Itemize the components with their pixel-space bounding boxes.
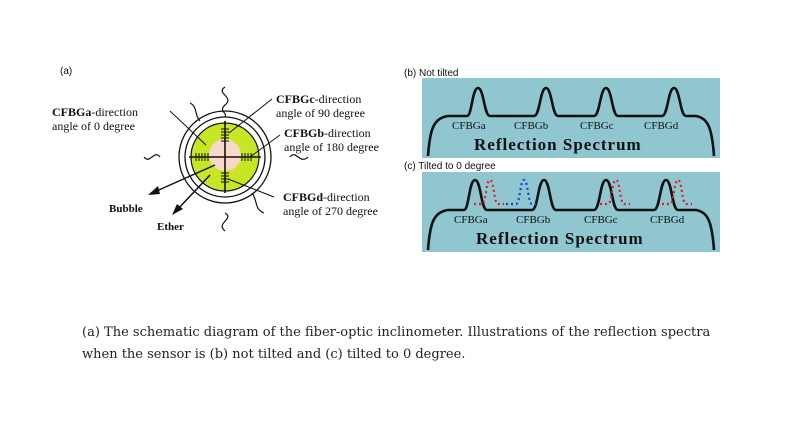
fbg-label-d: CFBGd xyxy=(650,214,685,226)
panel-c-label: (c) Tilted to 0 degree xyxy=(404,161,496,172)
spectrum-title-b: Reflection Spectrum xyxy=(474,135,642,154)
shifted-peak-a xyxy=(474,178,504,206)
fbg-label-b: CFBGb xyxy=(516,214,551,226)
spectrum-curve-c xyxy=(426,178,716,251)
panel-a-label: (a) xyxy=(60,66,73,77)
bubble-label: Bubble xyxy=(109,203,143,215)
inclinometer-cross-section xyxy=(143,86,309,232)
panel-b-label: (b) Not tilted xyxy=(404,68,459,79)
spectrum-curve-b xyxy=(426,86,716,157)
cfbga-label: CFBGa-direction angle of 0 degree xyxy=(52,105,138,133)
figure-caption: (a) The schematic diagram of the fiber-o… xyxy=(82,325,711,362)
fbg-label-a: CFBGa xyxy=(452,120,486,132)
shifted-peak-b xyxy=(506,178,536,206)
fbg-label-d: CFBGd xyxy=(644,120,679,132)
fbg-label-c: CFBGc xyxy=(584,214,618,226)
fbg-label-c: CFBGc xyxy=(580,120,614,132)
ether-label: Ether xyxy=(157,221,184,233)
fbg-label-b: CFBGb xyxy=(514,120,549,132)
cfbgd-label: CFBGd-direction angle of 270 degree xyxy=(283,190,378,218)
cfbgb-label: CFBGb-direction angle of 180 degree xyxy=(284,126,379,154)
spectrum-panel-not-tilted: CFBGa CFBGb CFBGc CFBGd Reflection Spect… xyxy=(422,78,720,158)
shifted-peak-d xyxy=(662,178,692,206)
spectrum-panel-tilted: CFBGa CFBGb CFBGc CFBGd Reflection Spect… xyxy=(422,172,720,252)
fbg-label-a: CFBGa xyxy=(454,214,488,226)
spectrum-title-c: Reflection Spectrum xyxy=(476,229,644,248)
cfbgc-label: CFBGc-direction angle of 90 degree xyxy=(276,92,365,120)
shifted-peak-c xyxy=(600,178,630,206)
